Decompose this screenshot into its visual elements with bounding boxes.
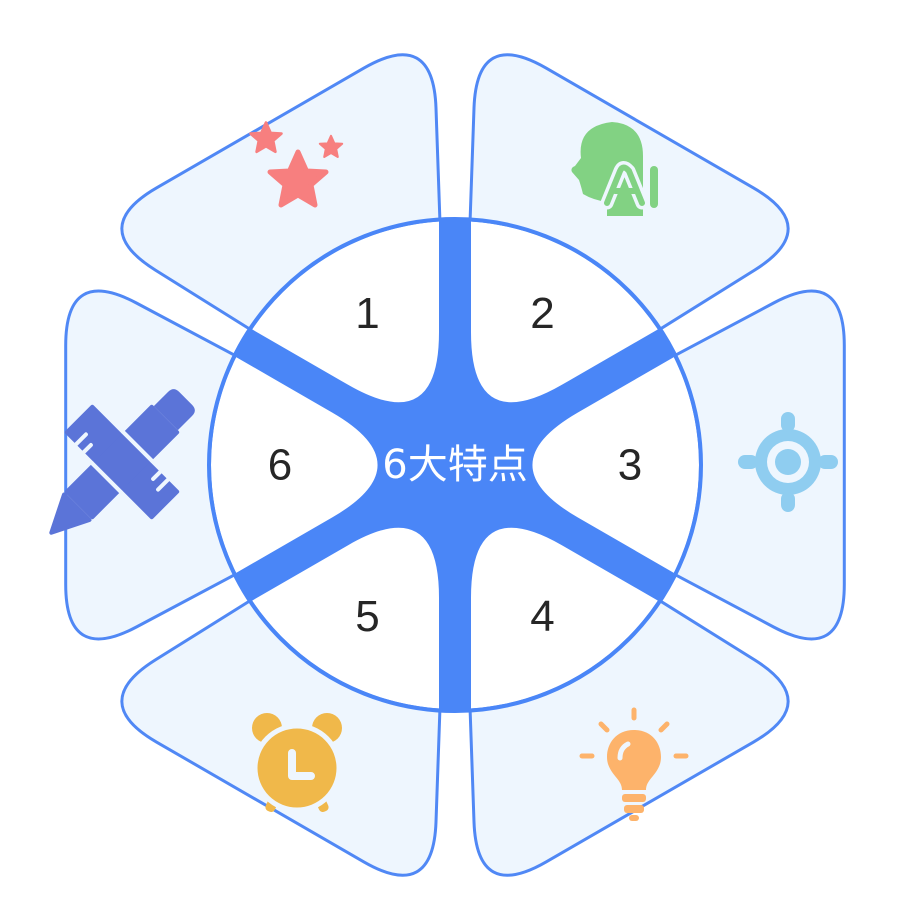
segment-number-2: 2: [530, 289, 554, 338]
segment-number-5: 5: [355, 592, 379, 641]
segment-area-6: [211, 256, 378, 674]
target-icon: [738, 412, 838, 512]
segment-area-4: [471, 527, 699, 709]
segment-number-3: 3: [618, 441, 642, 490]
segment-numbers: 1 2 3 4 5 6: [268, 289, 642, 641]
lightbulb-icon: [579, 707, 689, 821]
segment-area-3: [532, 256, 699, 674]
segment-number-1: 1: [355, 289, 379, 338]
stars-icon: [249, 121, 344, 208]
segment-area-2: [471, 221, 699, 403]
center-title: 6大特点: [382, 442, 527, 488]
segment-number-4: 4: [530, 592, 554, 641]
ruler-pencil-icon: [49, 389, 195, 535]
segment-area-1: [211, 221, 439, 403]
segment-areas: [211, 221, 699, 709]
hub-outline: [207, 217, 703, 713]
ai-head-icon: [571, 122, 658, 216]
segment-number-6: 6: [268, 441, 292, 490]
alarm-clock-icon: [252, 713, 342, 813]
segment-area-5: [211, 527, 439, 709]
